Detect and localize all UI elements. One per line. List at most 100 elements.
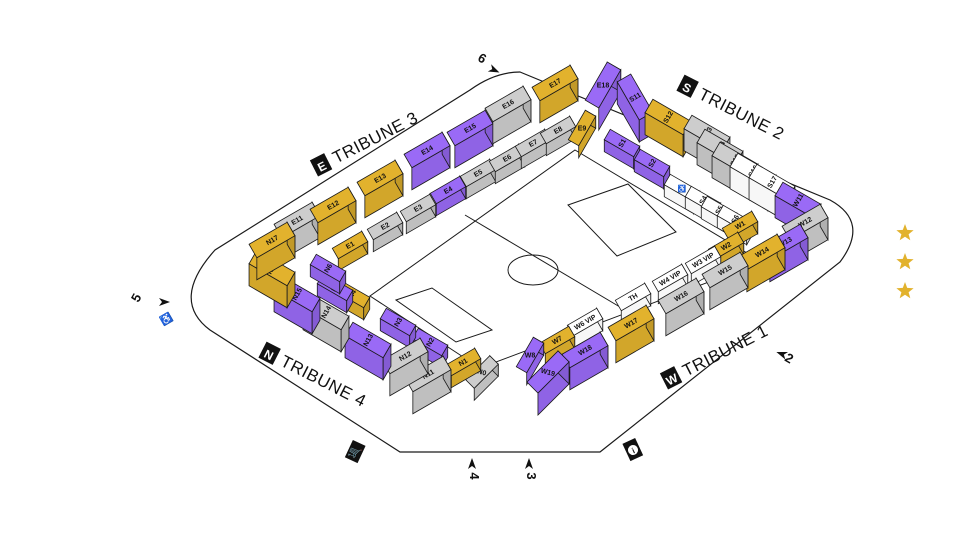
halfway-line bbox=[464, 214, 626, 311]
entrance-3[interactable]: 3 bbox=[524, 458, 539, 480]
section-top-face bbox=[465, 355, 499, 389]
section-top-face bbox=[721, 210, 759, 240]
section-top-face bbox=[515, 336, 545, 374]
section-label: E1 bbox=[345, 241, 356, 251]
section-w18[interactable]: W18 bbox=[561, 330, 609, 391]
section-label: N1 bbox=[458, 358, 469, 369]
section-top-face bbox=[484, 85, 532, 123]
section-w16[interactable]: W16 bbox=[657, 276, 705, 337]
entrance-number: 6 bbox=[475, 50, 489, 67]
section-e4[interactable]: E4 bbox=[429, 174, 467, 217]
entrance-arrow-icon bbox=[159, 298, 170, 306]
info-icon[interactable]: i bbox=[622, 437, 644, 462]
section-e13[interactable]: E13 bbox=[356, 158, 404, 219]
section-top-face bbox=[331, 230, 369, 260]
section-top-face bbox=[399, 193, 437, 223]
section-w17[interactable]: W17 bbox=[607, 303, 655, 364]
section-top-face bbox=[603, 128, 641, 158]
entrance-arrow-icon bbox=[525, 458, 533, 469]
section-label: S2 bbox=[648, 158, 658, 169]
section-e15[interactable]: E15 bbox=[446, 108, 494, 169]
section-label: W2 bbox=[720, 241, 733, 252]
section-n13[interactable]: N13 bbox=[344, 321, 392, 382]
section-label: W7 bbox=[551, 335, 564, 346]
section-top-face bbox=[366, 211, 404, 241]
section-label: TH bbox=[628, 292, 640, 303]
section-label: N0 bbox=[477, 368, 488, 377]
section-label: W1 bbox=[734, 220, 747, 231]
section-e1[interactable]: E1 bbox=[331, 229, 369, 272]
section-top-face bbox=[429, 175, 467, 205]
section-top-face bbox=[607, 304, 655, 342]
section-e9[interactable]: E9 bbox=[567, 109, 597, 160]
section-top-face bbox=[356, 159, 404, 197]
entrance-arrow-icon bbox=[487, 64, 500, 73]
section-n3[interactable]: N3 bbox=[379, 307, 417, 350]
section-w6-vip[interactable]: W6 VIP bbox=[566, 306, 604, 349]
section-top-face bbox=[644, 98, 692, 136]
section-n17[interactable]: N17 bbox=[248, 220, 296, 281]
section-label: E6 bbox=[502, 154, 513, 164]
entrance-4[interactable]: 4 bbox=[467, 458, 482, 480]
section-e12[interactable]: E12 bbox=[309, 185, 357, 246]
section-label: E2 bbox=[380, 222, 391, 232]
section-label: W8 bbox=[525, 353, 536, 360]
section-label: E18 bbox=[597, 83, 610, 90]
section-label: S6 bbox=[731, 214, 741, 225]
section-label: E5 bbox=[473, 169, 484, 179]
section-w3-vip[interactable]: W3 VIP bbox=[684, 244, 722, 287]
wheelchair-icon: ♿ bbox=[678, 184, 687, 193]
tribune-letter-badge bbox=[676, 74, 699, 98]
section-label: N2 bbox=[426, 337, 437, 348]
section-top-face bbox=[633, 148, 671, 178]
section-label: W19 bbox=[540, 368, 556, 379]
wheelchair-icon: ♿ bbox=[158, 310, 175, 327]
section-label: E9 bbox=[578, 126, 587, 133]
section-top-face bbox=[403, 131, 451, 169]
section-e16[interactable]: E16 bbox=[484, 84, 532, 145]
section-label: S4 bbox=[699, 195, 709, 206]
tribune-letter-badge bbox=[309, 153, 333, 177]
info-glyph: i bbox=[631, 446, 637, 455]
section-e2[interactable]: E2 bbox=[366, 210, 404, 253]
section-top-face bbox=[684, 245, 722, 275]
section-top-face bbox=[584, 61, 622, 109]
section-n1[interactable]: N1 bbox=[444, 346, 482, 389]
section-w14[interactable]: W14 bbox=[738, 232, 786, 293]
section-w15[interactable]: W15 bbox=[701, 250, 749, 311]
entrance-arrow-icon bbox=[776, 351, 789, 360]
star-icon bbox=[896, 282, 914, 299]
section-label: E3 bbox=[413, 204, 424, 214]
section-w19[interactable]: W19 bbox=[526, 349, 570, 417]
section-top-face bbox=[309, 186, 357, 224]
section-e17[interactable]: E17 bbox=[531, 63, 579, 124]
section-label: E4 bbox=[443, 186, 454, 196]
tribune-letter-badge bbox=[659, 366, 683, 390]
entrance-6[interactable]: 6 bbox=[475, 50, 501, 76]
section-e3[interactable]: E3 bbox=[399, 192, 437, 235]
entrance-number: 5 bbox=[128, 291, 145, 305]
section-s2[interactable]: S2 bbox=[633, 148, 671, 191]
star-icon bbox=[896, 224, 914, 241]
penalty-box-left bbox=[394, 287, 494, 343]
section-top-face bbox=[567, 109, 597, 147]
section-n0[interactable]: N0 bbox=[465, 354, 499, 402]
section-label: N6 bbox=[324, 263, 335, 274]
shopping-cart-icon[interactable]: 🛒 bbox=[344, 439, 366, 464]
section-n6[interactable]: N6 bbox=[309, 253, 347, 296]
entrance-number: 4 bbox=[467, 472, 482, 480]
entrance-5[interactable]: 5 bbox=[128, 291, 170, 306]
section-top-face bbox=[526, 350, 570, 394]
section-n12[interactable]: N12 bbox=[381, 336, 429, 397]
section-w8[interactable]: W8 bbox=[515, 336, 545, 387]
entrance-2[interactable]: 2 bbox=[775, 348, 796, 366]
section-top-face bbox=[616, 73, 654, 121]
section-top-face bbox=[701, 251, 749, 289]
section-label: N3 bbox=[394, 317, 405, 328]
entrance-arrow-icon bbox=[468, 458, 476, 469]
section-top-face bbox=[379, 307, 417, 337]
section-e14[interactable]: E14 bbox=[403, 130, 451, 191]
